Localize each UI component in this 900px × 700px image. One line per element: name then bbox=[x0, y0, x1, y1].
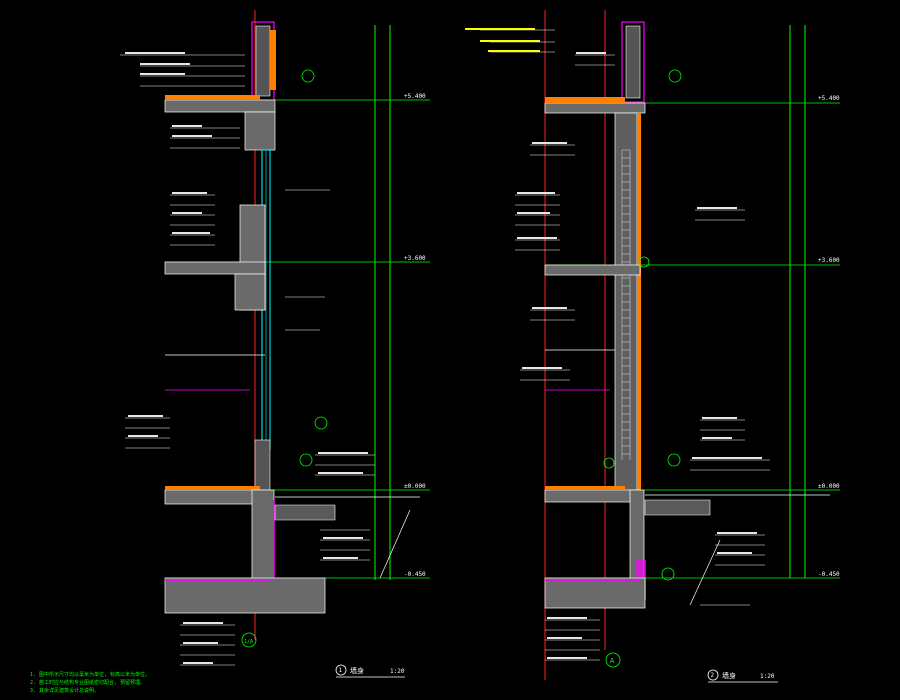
general-notes: 1. 图中所示尺寸均以毫米为单位, 标高以米为单位。 2. 施工时应与结构专业图… bbox=[30, 671, 150, 694]
title-number: 2 bbox=[711, 672, 715, 679]
note-line: 1. 图中所示尺寸均以毫米为单位, 标高以米为单位。 bbox=[30, 671, 150, 678]
axis-bubble: A bbox=[605, 652, 621, 668]
level-tags-left: +5.400 +3.600 ±0.000 -0.450 bbox=[404, 93, 426, 578]
level-tag: +3.600 bbox=[818, 257, 840, 264]
axis-bubble-left: 1/A bbox=[244, 639, 253, 645]
axis-label: 1/A bbox=[244, 639, 253, 645]
level-tag: +3.600 bbox=[404, 255, 426, 262]
level-tag: ±0.000 bbox=[818, 483, 840, 490]
title-number: 1 bbox=[339, 667, 343, 674]
wall-section-left: +5.400 +3.600 ±0.000 -0.450 1. 图中所示尺寸均以毫… bbox=[30, 10, 430, 694]
title-text: 墙身 bbox=[350, 666, 364, 675]
drawing-title-right: 2 墙身 1:20 bbox=[707, 669, 778, 683]
level-tags-right: +5.400 +3.600 ±0.000 -0.450 bbox=[818, 95, 840, 578]
note-line: 2. 施工时应与结构专业图纸密切配合, 预留预埋。 bbox=[30, 679, 145, 686]
title-text: 墙身 bbox=[722, 671, 736, 680]
level-tag: +5.400 bbox=[818, 95, 840, 102]
drawing-title-left: 1 墙身 1:20 bbox=[335, 664, 405, 678]
level-tag: ±0.000 bbox=[404, 483, 426, 490]
axis-label: A bbox=[610, 657, 615, 665]
level-tag: -0.450 bbox=[818, 571, 840, 578]
title-scale: 1:20 bbox=[760, 673, 775, 680]
title-scale: 1:20 bbox=[390, 668, 405, 675]
level-tag: -0.450 bbox=[404, 571, 426, 578]
level-tag: +5.400 bbox=[404, 93, 426, 100]
wall-section-right: A +5.400 +3.600 ±0.000 -0.450 2 墙身 1:20 bbox=[465, 10, 840, 683]
note-line: 3. 其余详见建筑设计总说明。 bbox=[30, 687, 99, 694]
